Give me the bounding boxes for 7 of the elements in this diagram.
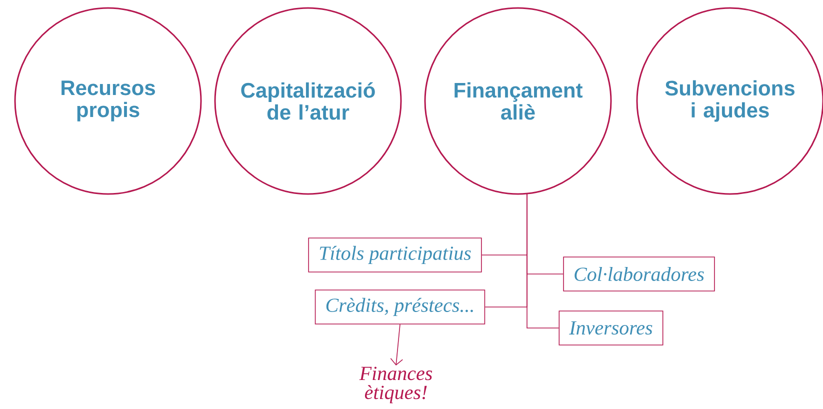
connector — [526, 193, 560, 328]
item-box: Crèdits, préstecs... — [314, 290, 486, 324]
item-box: Col·laboradores — [563, 256, 715, 292]
item-box: Inversores — [558, 310, 664, 346]
note-text: Finances ètiques! — [359, 366, 432, 404]
connector — [390, 324, 403, 366]
item-box: Títols participatius — [308, 238, 482, 272]
